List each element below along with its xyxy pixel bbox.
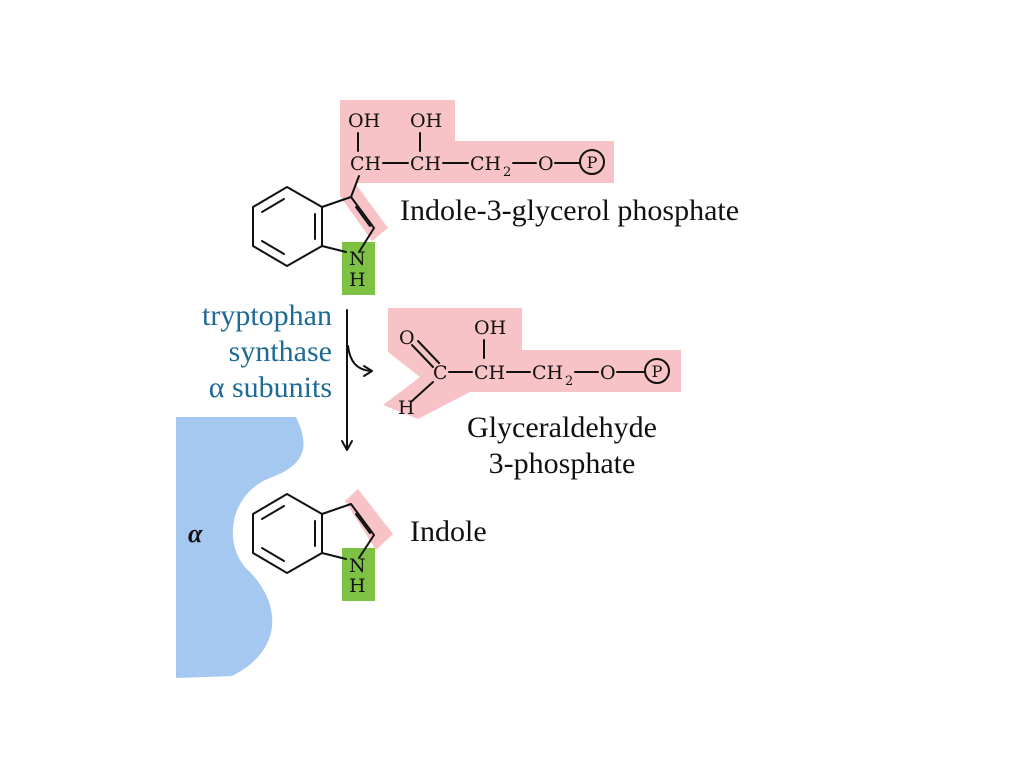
- main-arrow-head: [341, 440, 353, 451]
- indole-name-label: Indole: [410, 515, 487, 548]
- igp-aromatic-bond-1: [261, 198, 285, 213]
- g3p-name-line-1: Glyceraldehyde: [467, 411, 657, 444]
- igp-name-label: Indole-3-glycerol phosphate: [400, 194, 739, 227]
- g3p-carbonyl-bond-a: [411, 344, 434, 368]
- indole-benzene-ring: [252, 493, 323, 574]
- g3p-chain-ch: CH: [474, 362, 505, 384]
- indole-structure: N H Indole: [252, 493, 487, 597]
- igp-aromatic-bond-3: [261, 240, 285, 255]
- igp-chain-ch2-subscript: 2: [503, 165, 511, 180]
- indole-aromatic-bond-1: [261, 505, 285, 520]
- indole-n-bond: [321, 552, 347, 560]
- enzyme-label-line-2: synthase: [229, 335, 332, 368]
- indole-nitrogen: N: [349, 555, 366, 577]
- igp-phosphate-circle: [579, 149, 605, 175]
- g3p-highlight: [383, 308, 681, 419]
- igp-nitrogen: N: [349, 248, 366, 270]
- indole-aromatic-bond-3: [261, 547, 285, 562]
- indole-nitrogen-hydrogen: H: [349, 575, 366, 597]
- alpha-subunit-shape: [176, 417, 304, 678]
- igp-benzene-ring: [252, 186, 323, 267]
- igp-structure: N H OH OH CH CH CH 2 O P Indole-3-glycer…: [252, 110, 739, 291]
- reaction-arrow: [341, 309, 373, 451]
- igp-chain-oxygen: O: [538, 153, 554, 175]
- igp-phosphate-label: P: [587, 153, 598, 172]
- g3p-phosphate-label: P: [652, 362, 663, 381]
- indole-pyrrole-double: [355, 513, 371, 534]
- g3p-chain-ch2-subscript: 2: [565, 374, 573, 389]
- igp-glycerol-highlight: [340, 100, 614, 241]
- g3p-aldehyde-hydrogen: H: [398, 397, 415, 419]
- side-arrow-curve: [347, 345, 372, 372]
- g3p-aldehyde-h-bond: [411, 381, 434, 402]
- igp-hydroxyl-2: OH: [410, 110, 442, 132]
- g3p-carbonyl-oxygen: O: [399, 327, 415, 349]
- igp-nh-highlight: [342, 242, 375, 295]
- indole-pyrrole-ring: [321, 503, 375, 559]
- enzyme-label-line-3: α subunits: [209, 371, 332, 404]
- g3p-carbon: C: [433, 362, 448, 384]
- g3p-hydroxyl: OH: [474, 317, 506, 339]
- indole-nh-highlight: [342, 548, 375, 601]
- g3p-name-line-2: 3-phosphate: [489, 447, 636, 480]
- g3p-chain-oxygen: O: [600, 362, 616, 384]
- igp-chain-ch-1: CH: [350, 153, 381, 175]
- igp-n-bond: [321, 245, 347, 253]
- g3p-carbonyl-bond-b: [417, 340, 440, 364]
- indole-ring-highlight: [345, 489, 393, 550]
- side-arrow-head: [363, 365, 373, 377]
- igp-chain-ch2: CH: [470, 153, 501, 175]
- igp-hydroxyl-1: OH: [348, 110, 380, 132]
- g3p-phosphate-circle: [644, 358, 670, 384]
- igp-pyrrole-ring: [321, 196, 375, 253]
- enzyme-label: tryptophan synthase α subunits: [202, 299, 332, 404]
- igp-nitrogen-hydrogen: H: [349, 269, 366, 291]
- g3p-chain-ch2: CH: [532, 362, 563, 384]
- igp-chain-ch-2: CH: [410, 153, 441, 175]
- g3p-structure: O C H OH CH CH 2 O P Glyceraldehyde 3-ph…: [398, 317, 670, 480]
- igp-pyrrole-double: [355, 206, 371, 227]
- igp-c3-chain-bond: [350, 175, 360, 198]
- enzyme-label-line-1: tryptophan: [202, 299, 332, 332]
- alpha-site-label: α: [188, 519, 203, 548]
